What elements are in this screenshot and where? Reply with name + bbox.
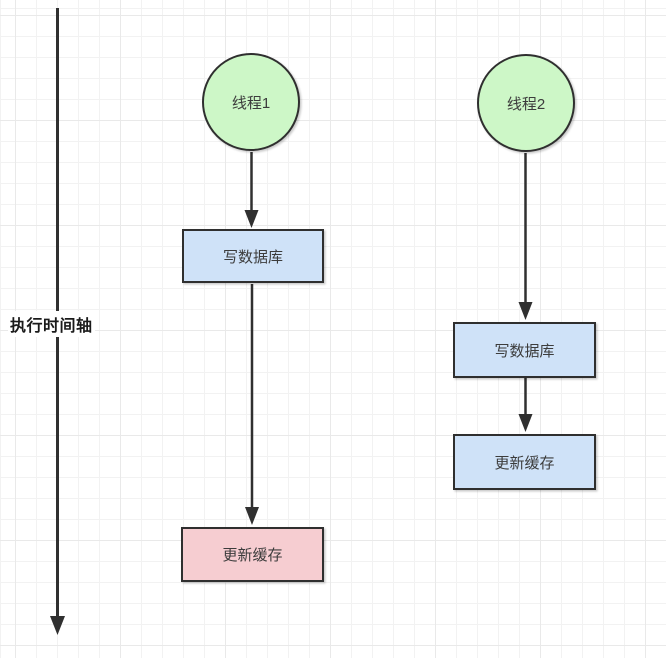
thread1-name: 线程1 bbox=[231, 94, 271, 112]
arrow-thread2-start-head bbox=[518, 302, 533, 320]
thread2-update-cache-label: 更新缓存 bbox=[494, 454, 555, 472]
thread1-write-db-label: 写数据库 bbox=[222, 248, 283, 266]
thread1-start-circle: 线程1 bbox=[202, 53, 300, 151]
arrow-thread1-start-head bbox=[244, 210, 259, 228]
timeline-axis-arrowhead bbox=[50, 616, 65, 635]
thread2-start-circle: 线程2 bbox=[477, 54, 575, 152]
arrow-thread2-writedb-to-cache-head bbox=[518, 414, 533, 432]
thread2-update-cache-box: 更新缓存 bbox=[453, 434, 596, 490]
thread1-update-cache-box: 更新缓存 bbox=[181, 527, 324, 582]
arrow-thread1-writedb-to-cache-head bbox=[245, 507, 259, 525]
timeline-axis-label: 执行时间轴 bbox=[8, 311, 95, 337]
thread2-name: 线程2 bbox=[506, 95, 546, 113]
thread1-write-db-box: 写数据库 bbox=[182, 229, 324, 283]
thread1-update-cache-label: 更新缓存 bbox=[222, 547, 283, 564]
thread2-write-db-box: 写数据库 bbox=[453, 322, 596, 378]
thread2-write-db-label: 写数据库 bbox=[494, 342, 555, 360]
